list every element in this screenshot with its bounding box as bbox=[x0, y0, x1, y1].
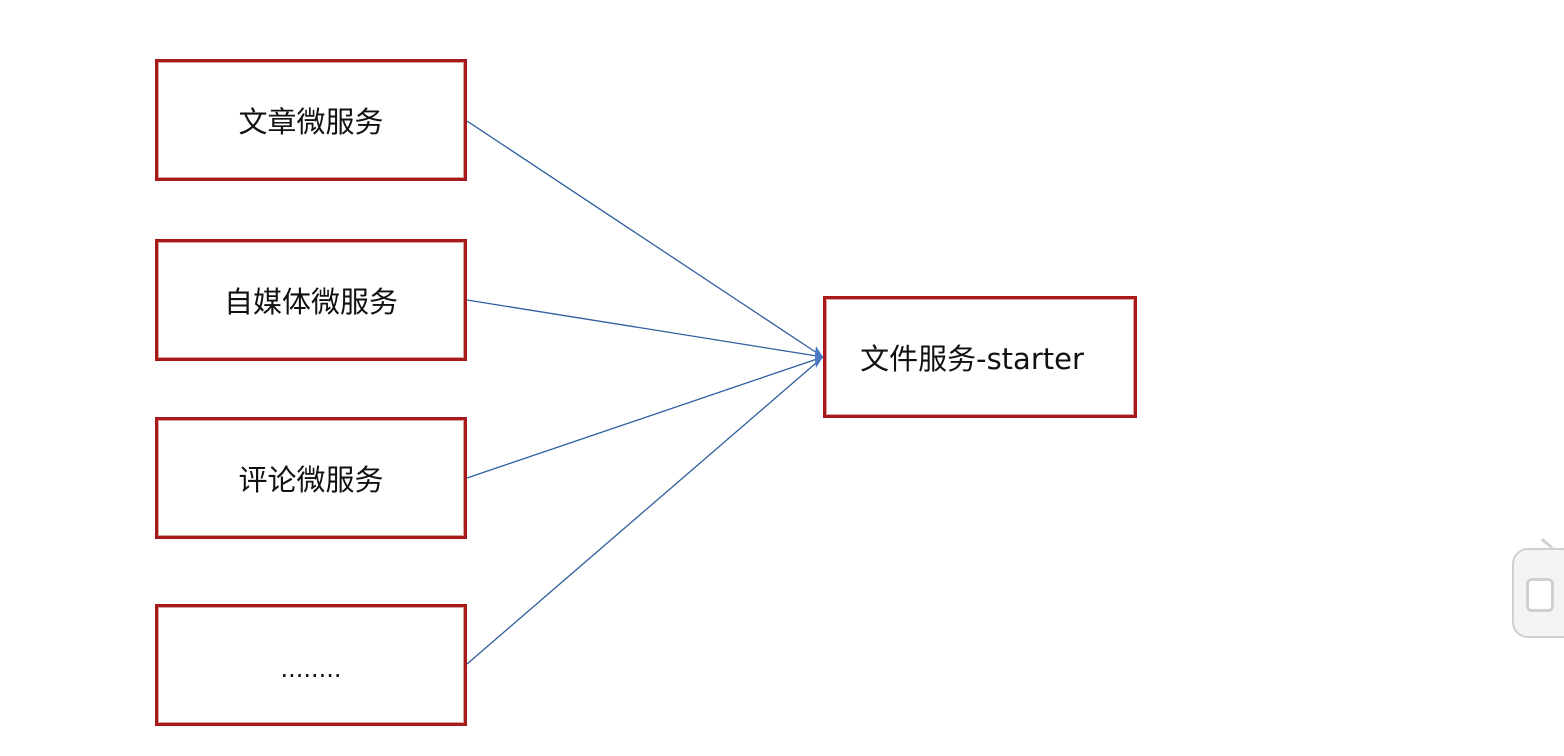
edge-media-to-file bbox=[466, 299, 824, 358]
edge-comment-to-file bbox=[466, 356, 824, 479]
arrowhead bbox=[815, 346, 823, 368]
node-label: 文件服务-starter bbox=[860, 342, 1084, 376]
antenna-shape bbox=[1540, 537, 1554, 550]
node-media-service[interactable]: 自媒体微服务 bbox=[155, 239, 467, 361]
node-label: 自媒体微服务 bbox=[223, 285, 398, 319]
node-label: 文章微服务 bbox=[238, 105, 384, 139]
video-player-icon[interactable] bbox=[1512, 537, 1564, 638]
node-label: 评论微服务 bbox=[238, 463, 384, 497]
node-file-service-starter[interactable]: 文件服务-starter bbox=[823, 296, 1137, 418]
node-label: ........ bbox=[280, 655, 342, 683]
node-article-service[interactable]: 文章微服务 bbox=[155, 59, 467, 181]
node-more-services[interactable]: ........ bbox=[155, 604, 467, 726]
screen-shape bbox=[1526, 578, 1554, 612]
node-comment-service[interactable]: 评论微服务 bbox=[155, 417, 467, 539]
edge-etc-to-file bbox=[466, 356, 824, 665]
edge-article-to-file bbox=[466, 120, 824, 358]
